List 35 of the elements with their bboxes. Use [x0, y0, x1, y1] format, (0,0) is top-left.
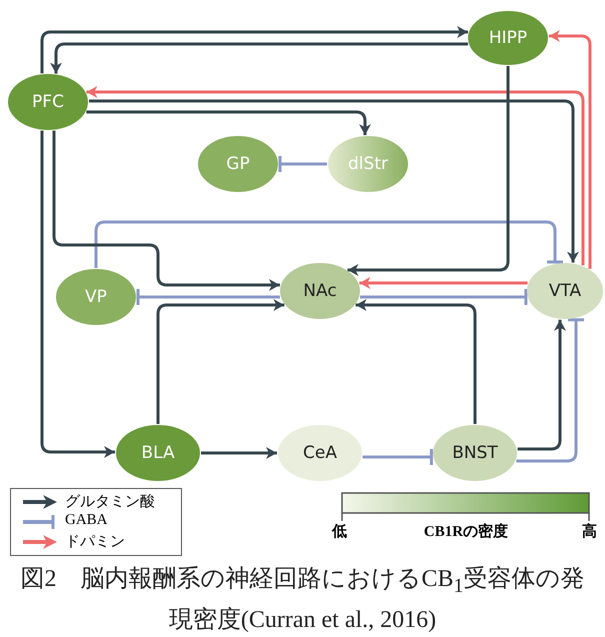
region-ellipse: PFC: [8, 74, 88, 130]
region-ellipse: dlStr: [328, 136, 408, 192]
inhibition-connector: [136, 288, 280, 306]
legend-label: GABA: [65, 512, 108, 529]
colorbar-end-label: 低: [332, 522, 347, 541]
region-ellipse: HIPP: [468, 11, 548, 65]
arrow: [50, 42, 468, 74]
arrow: [201, 447, 277, 459]
arrow: [347, 66, 510, 276]
inhibition-connector: [94, 220, 564, 268]
region-ellipse: CeA: [278, 425, 362, 481]
arrow: [40, 130, 116, 458]
figure-caption: 図2 脳内報酬系の神経回路におけるCB$_{1}$受容体の発現密度(Curran et al., 2016): [20, 564, 585, 635]
arrow: [86, 110, 371, 136]
arrow: [356, 299, 476, 424]
region-ellipse: VP: [56, 269, 136, 325]
legend-label: グルタミン酸: [65, 492, 155, 511]
region-ellipse: NAc: [280, 263, 360, 319]
inhibition-connector: [516, 318, 586, 462]
colorbar-title: CB1Rの密度: [424, 522, 508, 541]
arrow: [359, 277, 528, 289]
arrow: [156, 299, 284, 424]
region-ellipse: GP: [198, 136, 278, 192]
inhibition-connector: [278, 154, 327, 174]
inhibition-connector: [362, 448, 433, 466]
region-ellipse: BNST: [433, 425, 517, 481]
arrow: [52, 130, 280, 291]
arrow: [40, 26, 468, 74]
inhibition-connector: [360, 288, 528, 306]
colorbar-end-label: 高: [582, 522, 597, 541]
region-ellipse: VTA: [527, 263, 603, 319]
arrow: [548, 30, 592, 269]
arrow: [518, 320, 566, 450]
legend-label: ドパミン: [65, 533, 125, 551]
region-ellipse: BLA: [116, 425, 200, 481]
